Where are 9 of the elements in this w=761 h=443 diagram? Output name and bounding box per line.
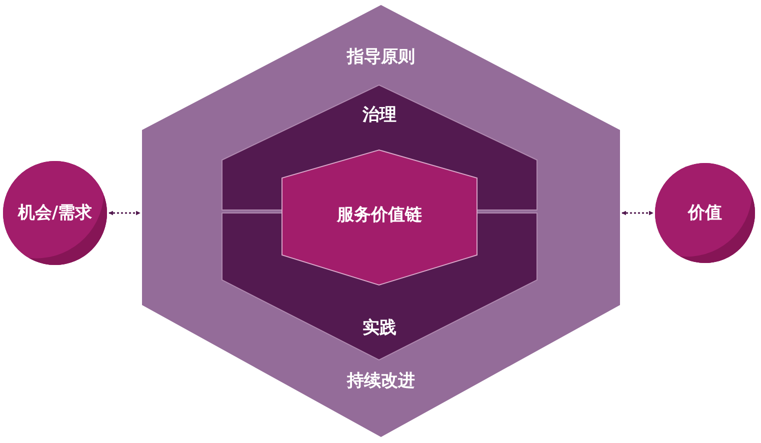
node-label: 服务价值链 [337,205,422,225]
double-arrow [622,210,654,216]
double-arrow [108,210,140,216]
node-label: 实践 [362,318,396,338]
node-label: 指导原则 [347,47,415,67]
node-label: 机会/需求 [18,203,92,223]
node-label: 治理 [362,105,396,125]
node-label: 价值 [688,203,722,223]
node-label: 持续改进 [347,371,415,391]
